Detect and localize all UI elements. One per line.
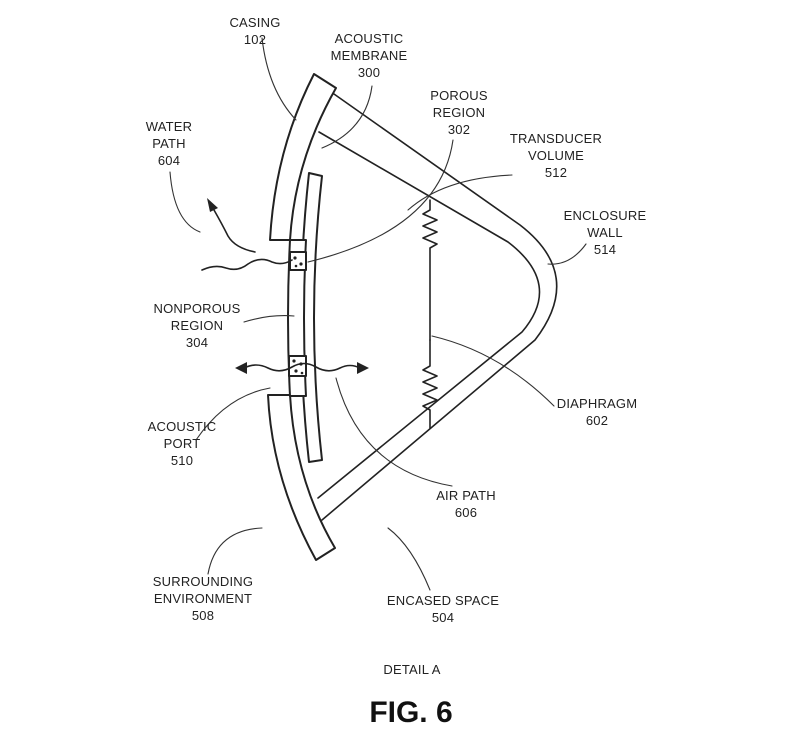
- water-path-arrowhead: [207, 198, 218, 212]
- label-diaphragm: DIAPHRAGM 602: [557, 396, 638, 428]
- leader-air-path: [335, 377, 453, 487]
- label-enclosure-wall: ENCLOSURE WALL 514: [564, 208, 647, 257]
- water-path-wave: [201, 258, 293, 271]
- pore-dot: [292, 359, 296, 363]
- casing-lower: [267, 394, 336, 561]
- label-porous-region-line1: POROUS: [430, 88, 488, 103]
- label-air-path: AIR PATH 606: [436, 488, 496, 520]
- leader-encased-space: [387, 527, 431, 591]
- label-transducer-volume-num: 512: [545, 165, 567, 180]
- label-acoustic-port-num: 510: [171, 453, 193, 468]
- label-diaphragm-num: 602: [586, 413, 608, 428]
- label-surrounding-environment-line2: ENVIRONMENT: [154, 591, 252, 606]
- leader-acoustic-port: [195, 387, 271, 441]
- label-surrounding-environment: SURROUNDING ENVIRONMENT 508: [153, 574, 253, 623]
- porous-region-upper: [289, 251, 307, 271]
- leader-casing: [261, 37, 297, 121]
- label-surrounding-environment-line1: SURROUNDING: [153, 574, 253, 589]
- label-air-path-name: AIR PATH: [436, 488, 496, 503]
- label-casing-num: 102: [244, 32, 266, 47]
- label-enclosure-wall-line1: ENCLOSURE: [564, 208, 647, 223]
- label-casing: CASING 102: [229, 15, 280, 47]
- enclosure-wall-inner: [317, 131, 541, 499]
- diaphragm-spring-lower: [422, 339, 438, 429]
- label-air-path-num: 606: [455, 505, 477, 520]
- label-acoustic-port: ACOUSTIC PORT 510: [148, 419, 217, 468]
- leader-diaphragm: [431, 335, 555, 407]
- pore-dot: [300, 371, 304, 375]
- label-water-path-line2: PATH: [152, 136, 186, 151]
- air-path-arrowhead-left: [235, 362, 247, 374]
- label-encased-space-name: ENCASED SPACE: [387, 593, 499, 608]
- water-path-curve: [213, 209, 256, 253]
- label-water-path-num: 604: [158, 153, 180, 168]
- label-acoustic-port-line1: ACOUSTIC: [148, 419, 217, 434]
- casing-upper: [269, 73, 337, 241]
- leader-water-path: [169, 171, 201, 233]
- enclosure-wall-outer: [321, 93, 558, 521]
- leader-nonporous-region: [243, 315, 295, 323]
- label-transducer-volume: TRANSDUCER VOLUME 512: [510, 131, 602, 180]
- figure-title: FIG. 6: [369, 696, 452, 729]
- label-transducer-volume-line2: VOLUME: [528, 148, 584, 163]
- label-acoustic-membrane-line1: ACOUSTIC: [335, 31, 404, 46]
- diaphragm-spring-upper: [422, 199, 438, 341]
- label-porous-region: POROUS REGION 302: [430, 88, 488, 137]
- label-enclosure-wall-num: 514: [594, 242, 616, 257]
- label-nonporous-region-line1: NONPOROUS: [153, 301, 240, 316]
- air-path-arrowhead-right: [357, 362, 369, 374]
- label-nonporous-region: NONPOROUS REGION 304: [153, 301, 240, 350]
- label-nonporous-region-line2: REGION: [171, 318, 223, 333]
- label-acoustic-membrane-line2: MEMBRANE: [331, 48, 408, 63]
- pore-dot: [294, 369, 298, 373]
- label-diaphragm-name: DIAPHRAGM: [557, 396, 638, 411]
- leader-acoustic-membrane: [321, 85, 373, 149]
- label-enclosure-wall-line2: WALL: [587, 225, 623, 240]
- label-water-path: WATER PATH 604: [146, 119, 193, 168]
- label-nonporous-region-num: 304: [186, 335, 208, 350]
- pore-dot: [294, 264, 298, 268]
- porous-region-lower: [288, 355, 307, 377]
- leader-porous-region: [307, 139, 454, 263]
- leader-surrounding-environment: [207, 527, 263, 575]
- label-surrounding-environment-num: 508: [192, 608, 214, 623]
- leader-transducer-volume: [407, 174, 513, 211]
- label-casing-name: CASING: [229, 15, 280, 30]
- label-encased-space-num: 504: [432, 610, 454, 625]
- label-transducer-volume-line1: TRANSDUCER: [510, 131, 602, 146]
- label-acoustic-membrane-num: 300: [358, 65, 380, 80]
- label-porous-region-num: 302: [448, 122, 470, 137]
- pore-dot: [293, 256, 297, 260]
- label-acoustic-membrane: ACOUSTIC MEMBRANE 300: [331, 31, 408, 80]
- label-porous-region-line2: REGION: [433, 105, 485, 120]
- detail-caption: DETAIL A: [383, 662, 440, 677]
- label-water-path-line1: WATER: [146, 119, 193, 134]
- label-encased-space: ENCASED SPACE 504: [387, 593, 499, 625]
- label-acoustic-port-line2: PORT: [164, 436, 201, 451]
- pore-dot: [299, 262, 303, 266]
- air-path-wave: [243, 362, 361, 372]
- leader-enclosure-wall: [547, 243, 587, 265]
